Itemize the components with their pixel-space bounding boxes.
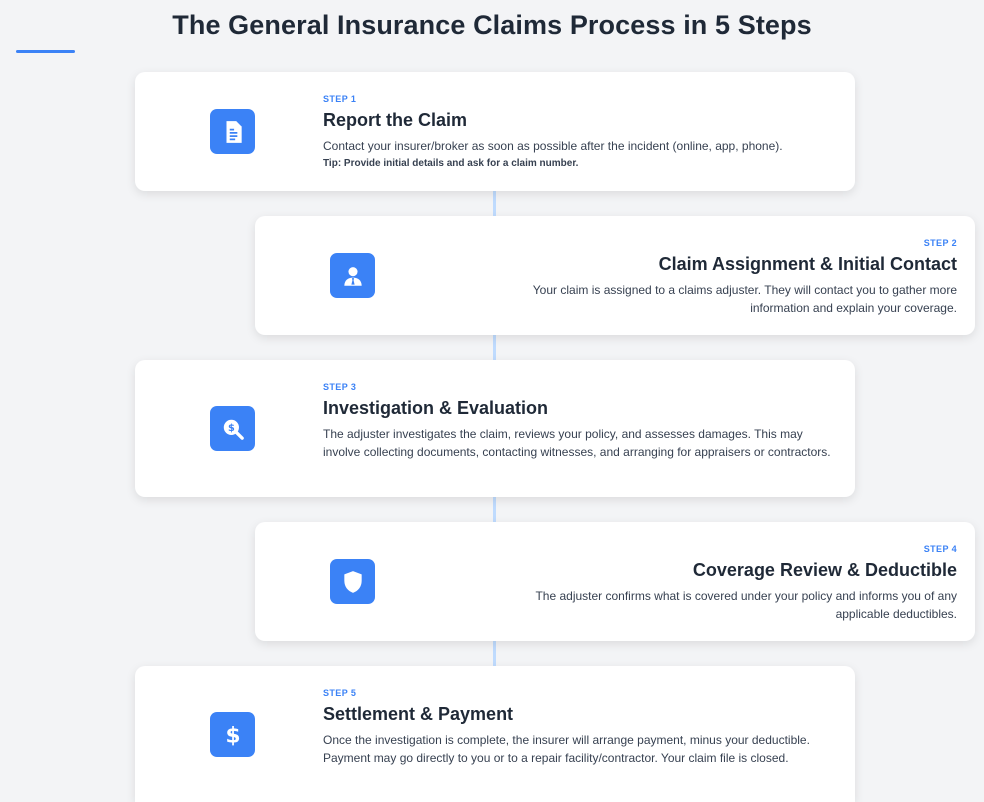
step-4-description: The adjuster confirms what is covered un… (535, 589, 957, 621)
step-card-5: $ STEP 5 Settlement & Payment Once the i… (135, 666, 855, 802)
step-1-title: Report the Claim (323, 110, 468, 130)
page-title: The General Insurance Claims Process in … (172, 10, 812, 40)
step-3-title: Investigation & Evaluation (323, 398, 549, 418)
step-card-1: STEP 1 Report the Claim Contact your ins… (135, 72, 855, 191)
step-5-icon-box: $ (210, 712, 255, 757)
step-5-description: Once the investigation is complete, the … (323, 733, 810, 765)
step-5-label: STEP 5 (323, 688, 357, 698)
step-2-description: Your claim is assigned to a claims adjus… (532, 283, 957, 315)
document-icon (226, 120, 242, 143)
step-2-icon-box (330, 253, 375, 298)
step-1-tip: Tip: Provide initial details and ask for… (323, 158, 579, 169)
timeline-connector (493, 191, 496, 217)
step-3-description: The adjuster investigates the claim, rev… (323, 427, 831, 459)
step-1-description: Contact your insurer/broker as soon as p… (323, 139, 783, 153)
magnifier-dollar-icon: $ (223, 419, 244, 440)
step-5-title: Settlement & Payment (323, 704, 514, 724)
step-card-4: STEP 4 Coverage Review & Deductible The … (255, 522, 975, 641)
step-3-label: STEP 3 (323, 382, 357, 392)
step-1-icon-box (210, 109, 255, 154)
timeline-connector (493, 335, 496, 361)
title-underline (16, 50, 75, 53)
step-4-title: Coverage Review & Deductible (692, 560, 957, 580)
step-1-label: STEP 1 (323, 94, 357, 104)
step-2-label: STEP 2 (923, 238, 957, 248)
step-card-3: $ STEP 3 Investigation & Evaluation The … (135, 360, 855, 497)
step-3-icon-box: $ (210, 406, 255, 451)
dollar-icon: $ (225, 723, 240, 747)
step-card-2: STEP 2 Claim Assignment & Initial Contac… (255, 216, 975, 335)
timeline-connector (493, 641, 496, 667)
svg-text:$: $ (227, 423, 234, 434)
step-4-label: STEP 4 (923, 544, 957, 554)
svg-text:$: $ (225, 723, 240, 747)
shield-icon (343, 570, 362, 593)
step-2-title: Claim Assignment & Initial Contact (658, 254, 957, 274)
step-4-icon-box (330, 559, 375, 604)
adjuster-icon (343, 266, 362, 286)
timeline-connector (493, 497, 496, 523)
